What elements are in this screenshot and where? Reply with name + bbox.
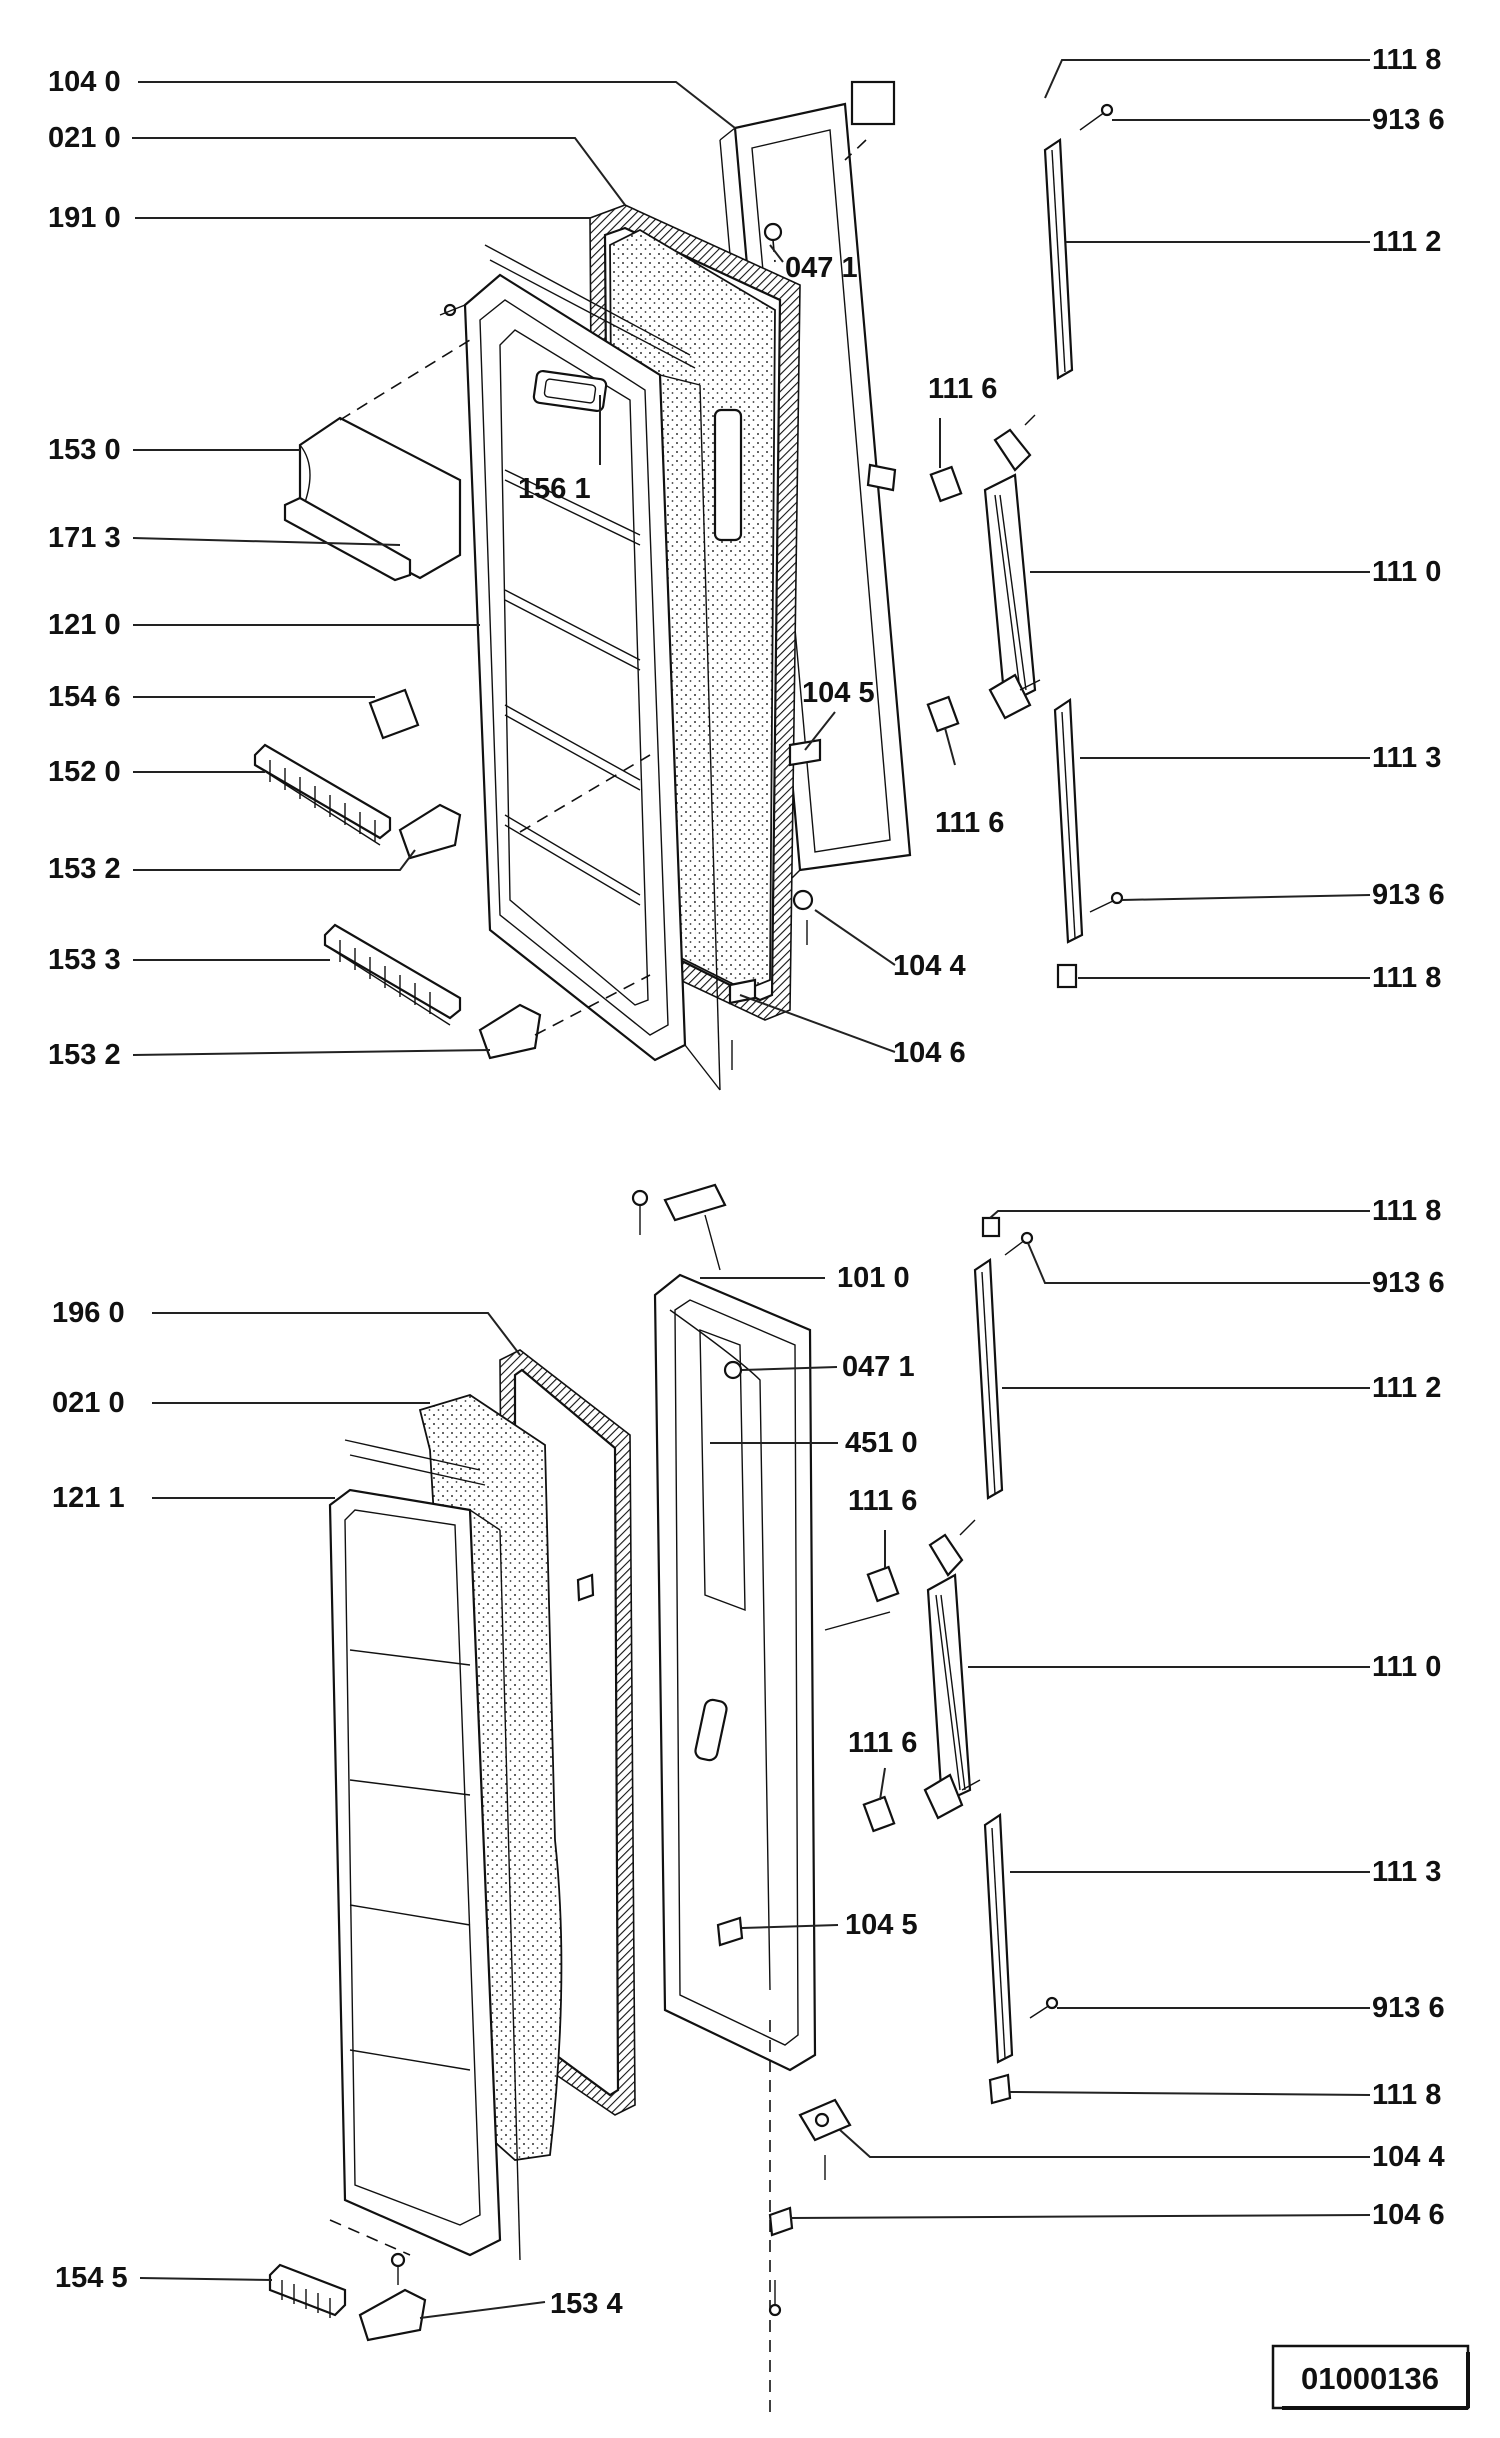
callout-label: 104 6 [1372, 2199, 1445, 2231]
callout-label: 111 2 [1372, 1372, 1441, 1404]
bottom-bins [268, 2263, 427, 2342]
bottom-door-assembly [268, 1183, 1059, 2420]
callout-label: 021 0 [52, 1387, 125, 1419]
callout-labels: 104 0 021 0 191 0 153 0 171 3 121 0 154 … [48, 44, 1445, 2320]
callout-label: 156 1 [518, 473, 591, 505]
callout-label: 121 0 [48, 609, 121, 641]
callout-label: 153 3 [48, 944, 121, 976]
drawing-reference-number: 01000136 [1301, 2361, 1439, 2396]
callout-label: 154 5 [55, 2262, 128, 2294]
bottom-hardware [390, 1360, 852, 2420]
drawing-reference-box: 01000136 [1271, 2344, 1470, 2410]
callout-label: 111 0 [1372, 1651, 1441, 1683]
callout-label: 111 3 [1372, 1856, 1441, 1888]
callout-label: 101 0 [837, 1262, 910, 1294]
callout-label: 154 6 [48, 681, 121, 713]
callout-label: 111 2 [1372, 226, 1441, 258]
callout-label: 171 3 [48, 522, 121, 554]
callout-label: 913 6 [1372, 1267, 1445, 1299]
callout-label: 111 8 [1372, 962, 1441, 994]
callout-label: 121 1 [52, 1482, 125, 1514]
callout-label: 152 0 [48, 756, 121, 788]
callout-label: 111 6 [935, 807, 1004, 839]
callout-label: 047 1 [785, 252, 858, 284]
callout-label: 153 4 [550, 2288, 623, 2320]
bottom-outer-door-panel [631, 1183, 817, 2072]
callout-label: 104 0 [48, 66, 121, 98]
callout-label: 111 8 [1372, 44, 1441, 76]
callout-label: 153 2 [48, 853, 121, 885]
leader-lines [132, 59, 1371, 2319]
callout-label: 104 4 [1372, 2141, 1445, 2173]
top-hinge-parts [926, 103, 1124, 989]
callout-label: 104 4 [893, 950, 966, 982]
callout-label: 111 0 [1372, 556, 1441, 588]
inner-door-liner [463, 244, 721, 1091]
callout-label: 153 2 [48, 1039, 121, 1071]
bottom-inner-liner [328, 1439, 521, 2261]
callout-label: 111 8 [1372, 2079, 1441, 2111]
top-door-assembly [253, 80, 1124, 1091]
callout-label: 111 3 [1372, 742, 1441, 774]
callout-label: 196 0 [52, 1297, 125, 1329]
callout-label: 451 0 [845, 1427, 918, 1459]
callout-label: 111 6 [848, 1727, 917, 1759]
bottom-hinge-parts [824, 1216, 1059, 2105]
callout-label: 104 5 [802, 677, 875, 709]
callout-label: 913 6 [1372, 1992, 1445, 2024]
callout-label: 104 6 [893, 1037, 966, 1069]
top-bins [253, 339, 651, 1060]
callout-label: 913 6 [1372, 104, 1445, 136]
callout-label: 111 8 [1372, 1195, 1441, 1227]
callout-label: 111 6 [928, 373, 997, 405]
callout-label: 021 0 [48, 122, 121, 154]
callout-label: 913 6 [1372, 879, 1445, 911]
callout-label: 111 6 [848, 1485, 917, 1517]
callout-label: 104 5 [845, 1909, 918, 1941]
callout-label: 153 0 [48, 434, 121, 466]
callout-label: 191 0 [48, 202, 121, 234]
callout-label: 047 1 [842, 1351, 915, 1383]
